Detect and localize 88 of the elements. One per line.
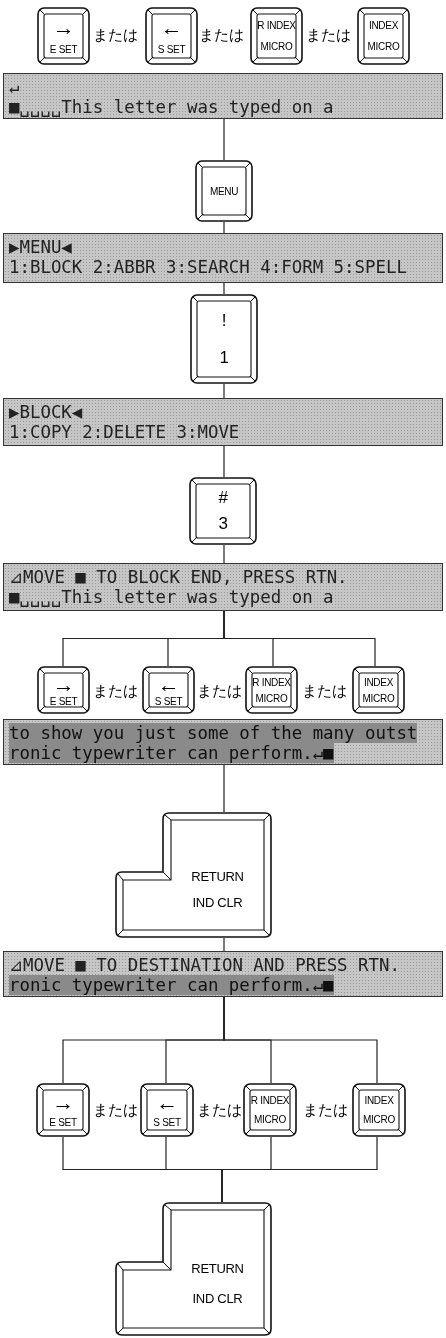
display-text: 1:BLOCK 2:ABBR 3:SEARCH 4:FORM 5:SPELL — [9, 257, 407, 277]
display-text: ■␣␣␣␣This letter was typed on a — [9, 587, 334, 607]
key-label: E SET — [49, 1116, 77, 1128]
key-label: S SET — [153, 1116, 181, 1128]
connector-line — [223, 383, 225, 399]
display-text: ronic typewriter can perform.↵■ — [9, 975, 334, 995]
display-text: ↵ — [9, 77, 20, 97]
keyboard-key — [250, 7, 303, 65]
connector-line — [223, 996, 378, 1084]
display-text: ⊿MOVE ■ TO DESTINATION AND PRESS RTN. — [9, 955, 400, 975]
key-label: R INDEX — [252, 676, 291, 688]
display-text: 1:COPY 2:DELETE 3:MOVE — [9, 422, 240, 442]
keyboard-key — [145, 7, 198, 65]
keyboard-key — [357, 7, 410, 65]
key-label: RETURN — [191, 1262, 244, 1276]
key-label: → — [52, 17, 75, 40]
keyboard-key — [243, 1083, 297, 1137]
connector-line — [223, 282, 225, 295]
key-label: E SET — [49, 696, 78, 707]
key-label: R INDEX — [250, 1095, 290, 1106]
display-panel — [3, 233, 443, 283]
keyboard-key — [195, 160, 253, 222]
key-label: MICRO — [362, 692, 395, 704]
or-text: または — [197, 682, 242, 700]
connector-line — [223, 118, 225, 161]
keyboard-key — [189, 477, 257, 545]
display-panel — [3, 73, 443, 119]
key-label: ! — [221, 311, 227, 330]
keyboard-key — [37, 666, 90, 714]
display-text: ▶MENU◀ — [9, 237, 72, 257]
display-panel — [3, 563, 443, 611]
connector-line — [221, 1136, 378, 1203]
or-text: または — [197, 1101, 242, 1119]
display-text: ⊿MOVE ■ TO BLOCK END, PRESS RTN. — [9, 567, 348, 587]
display-panel — [3, 951, 443, 997]
key-label: → — [52, 1092, 74, 1115]
key-label: ← — [157, 674, 180, 696]
keyboard-key — [352, 1083, 406, 1137]
keyboard-key — [140, 1083, 194, 1137]
connector-line — [223, 445, 225, 478]
connector-line — [223, 544, 225, 564]
keyboard-key — [115, 812, 272, 938]
key-label: # — [218, 489, 228, 507]
keyboard-key — [36, 1083, 90, 1137]
key-label: E SET — [49, 43, 78, 55]
key-label: IND CLR — [192, 896, 243, 910]
or-text: または — [303, 1101, 348, 1119]
connector-line — [223, 610, 376, 667]
keyboard-key — [190, 294, 258, 384]
key-label: R INDEX — [257, 20, 296, 31]
key-label: INDEX — [364, 1095, 394, 1106]
display-text: ▶BLOCK◀ — [9, 402, 83, 422]
key-label: MICRO — [260, 41, 293, 52]
or-text: または — [93, 26, 138, 44]
or-text: または — [302, 682, 347, 700]
key-label: ← — [156, 1092, 178, 1115]
display-text: ronic typewriter can perform.↵■ — [9, 743, 334, 763]
key-label: IND CLR — [192, 1292, 243, 1306]
key-label: ← — [160, 17, 183, 40]
or-text: または — [199, 26, 244, 44]
or-text: または — [93, 682, 138, 700]
key-label: MICRO — [254, 1114, 286, 1125]
key-label: RETURN — [191, 870, 244, 884]
key-label: INDEX — [363, 676, 394, 688]
key-label: MICRO — [363, 1114, 395, 1125]
key-label: 3 — [218, 515, 228, 533]
display-panel — [3, 719, 443, 765]
keyboard-key — [245, 666, 298, 714]
key-label: → — [52, 674, 75, 696]
key-label: 1 — [219, 348, 229, 367]
display-panel — [3, 398, 443, 446]
connector-line — [223, 221, 225, 234]
or-text: または — [93, 1101, 138, 1119]
key-label: S SET — [157, 43, 186, 55]
or-text: または — [306, 26, 351, 44]
keyboard-key — [115, 1202, 272, 1336]
keyboard-key — [37, 7, 90, 65]
display-text: to show you just some of the many outst — [9, 723, 418, 743]
key-label: MICRO — [255, 692, 288, 704]
keyboard-key — [352, 666, 405, 714]
key-label: MICRO — [367, 41, 400, 52]
key-label: MENU — [209, 185, 239, 197]
keyboard-key — [142, 666, 195, 714]
key-label: INDEX — [368, 20, 399, 31]
connector-line — [223, 764, 225, 813]
connector-line — [223, 937, 225, 952]
display-text: ■␣␣␣␣This letter was typed on a — [9, 97, 334, 117]
key-label: S SET — [154, 696, 183, 707]
